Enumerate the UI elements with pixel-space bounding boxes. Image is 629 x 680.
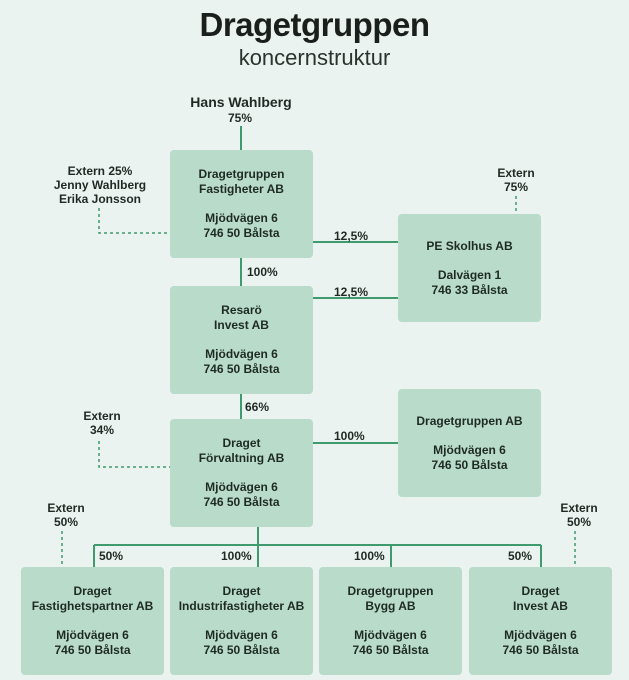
company-street: Mjödvägen 6: [205, 480, 278, 494]
external-line2: Jenny Wahlberg: [53, 178, 147, 192]
share-bygg: 100%: [354, 549, 385, 563]
connector-external-fastigheter: [98, 208, 170, 234]
share-resaro-forvaltning: 66%: [245, 400, 270, 414]
company-city: 746 33 Bålsta: [431, 282, 508, 297]
share-forvaltning-dragetgruppen-ab: 100%: [334, 429, 365, 443]
company-name-line2: Bygg AB: [365, 599, 416, 613]
external-line1: Extern 25%: [67, 164, 133, 178]
company-draget-invest: Draget Invest AB Mjödvägen 6 746 50 Båls…: [469, 567, 612, 675]
company-street: Mjödvägen 6: [504, 628, 577, 642]
company-name-line1: PE Skolhus AB: [426, 238, 513, 253]
company-name-line2: Invest AB: [513, 599, 568, 613]
external-line2: 34%: [89, 423, 115, 437]
company-street: Mjödvägen 6: [433, 442, 506, 457]
company-dragetgruppen-ab: Dragetgruppen AB Mjödvägen 6 746 50 Båls…: [398, 389, 541, 497]
company-name-line2: Fastighetspartner AB: [31, 599, 154, 613]
company-city: 746 50 Bålsta: [203, 362, 280, 376]
company-street: Mjödvägen 6: [354, 628, 427, 642]
company-name-line1: Dragetgruppen: [347, 584, 434, 598]
company-city: 746 50 Bålsta: [352, 643, 429, 657]
company-draget-forvaltning: Draget Förvaltning AB Mjödvägen 6 746 50…: [170, 419, 313, 527]
company-city: 746 50 Bålsta: [203, 643, 280, 657]
company-name-line1: Draget: [222, 584, 261, 598]
company-name-line1: Draget: [222, 436, 261, 450]
company-name-line2: Industrifastigheter AB: [178, 599, 305, 613]
company-name-line2: Fastigheter AB: [199, 182, 284, 196]
company-city: 746 50 Bålsta: [203, 226, 280, 240]
company-name-line1: Dragetgruppen AB: [416, 413, 523, 428]
external-line1: Extern: [83, 409, 121, 423]
external-line1: Extern: [560, 501, 598, 515]
company-street: Mjödvägen 6: [205, 628, 278, 642]
company-street: Mjödvägen 6: [205, 347, 278, 361]
company-dragetgruppen-bygg: Dragetgruppen Bygg AB Mjödvägen 6 746 50…: [319, 567, 462, 675]
external-line2: 75%: [503, 180, 529, 194]
page-title: Dragetgruppen: [199, 6, 430, 43]
company-city: 746 50 Bålsta: [203, 495, 280, 509]
share-fastighetspartner: 50%: [99, 549, 124, 563]
company-city: 746 50 Bålsta: [431, 457, 508, 472]
external-owner-fastighetspartner: Extern 50%: [36, 501, 96, 529]
external-owner-fastigheter: Extern 25% Jenny Wahlberg Erika Jonsson: [40, 164, 160, 206]
external-owner-forvaltning: Extern 34%: [72, 409, 132, 437]
external-owner-invest: Extern 50%: [549, 501, 609, 529]
company-street: Dalvägen 1: [437, 267, 502, 282]
page-subtitle: koncernstruktur: [238, 45, 391, 70]
owner-share: 75%: [227, 111, 253, 125]
company-name-line2: Förvaltning AB: [198, 451, 285, 465]
company-pe-skolhus: PE Skolhus AB Dalvägen 1 746 33 Bålsta: [398, 214, 541, 322]
share-fastigheter-resaro: 100%: [247, 265, 278, 279]
external-line1: Extern: [47, 501, 85, 515]
company-draget-industrifastigheter: Draget Industrifastigheter AB Mjödvägen …: [170, 567, 313, 675]
company-city: 746 50 Bålsta: [502, 643, 579, 657]
external-line2: 50%: [53, 515, 79, 529]
company-name-line1: Draget: [521, 584, 560, 598]
external-owner-skolhus: Extern 75%: [486, 166, 546, 194]
company-street: Mjödvägen 6: [205, 211, 278, 225]
external-line1: Extern: [497, 166, 535, 180]
share-industrifastigheter: 100%: [221, 549, 252, 563]
company-name-line2: Invest AB: [214, 318, 269, 332]
company-name-line1: Dragetgruppen: [198, 167, 285, 181]
external-line2: 50%: [566, 515, 592, 529]
share-invest: 50%: [508, 549, 533, 563]
connector-external-forvaltning: [98, 441, 170, 468]
company-city: 746 50 Bålsta: [54, 643, 131, 657]
company-dragetgruppen-fastigheter: Dragetgruppen Fastigheter AB Mjödvägen 6…: [170, 150, 313, 258]
company-name-line1: Draget: [73, 584, 112, 598]
company-name-line1: Resarö: [221, 303, 262, 317]
company-draget-fastighetspartner: Draget Fastighetspartner AB Mjödvägen 6 …: [21, 567, 164, 675]
share-resaro-skolhus: 12,5%: [334, 285, 369, 299]
share-fastigheter-skolhus: 12,5%: [334, 229, 369, 243]
owner-name: Hans Wahlberg: [190, 94, 292, 110]
external-line3: Erika Jonsson: [58, 192, 142, 206]
company-street: Mjödvägen 6: [56, 628, 129, 642]
company-resaro-invest: Resarö Invest AB Mjödvägen 6 746 50 Båls…: [170, 286, 313, 394]
